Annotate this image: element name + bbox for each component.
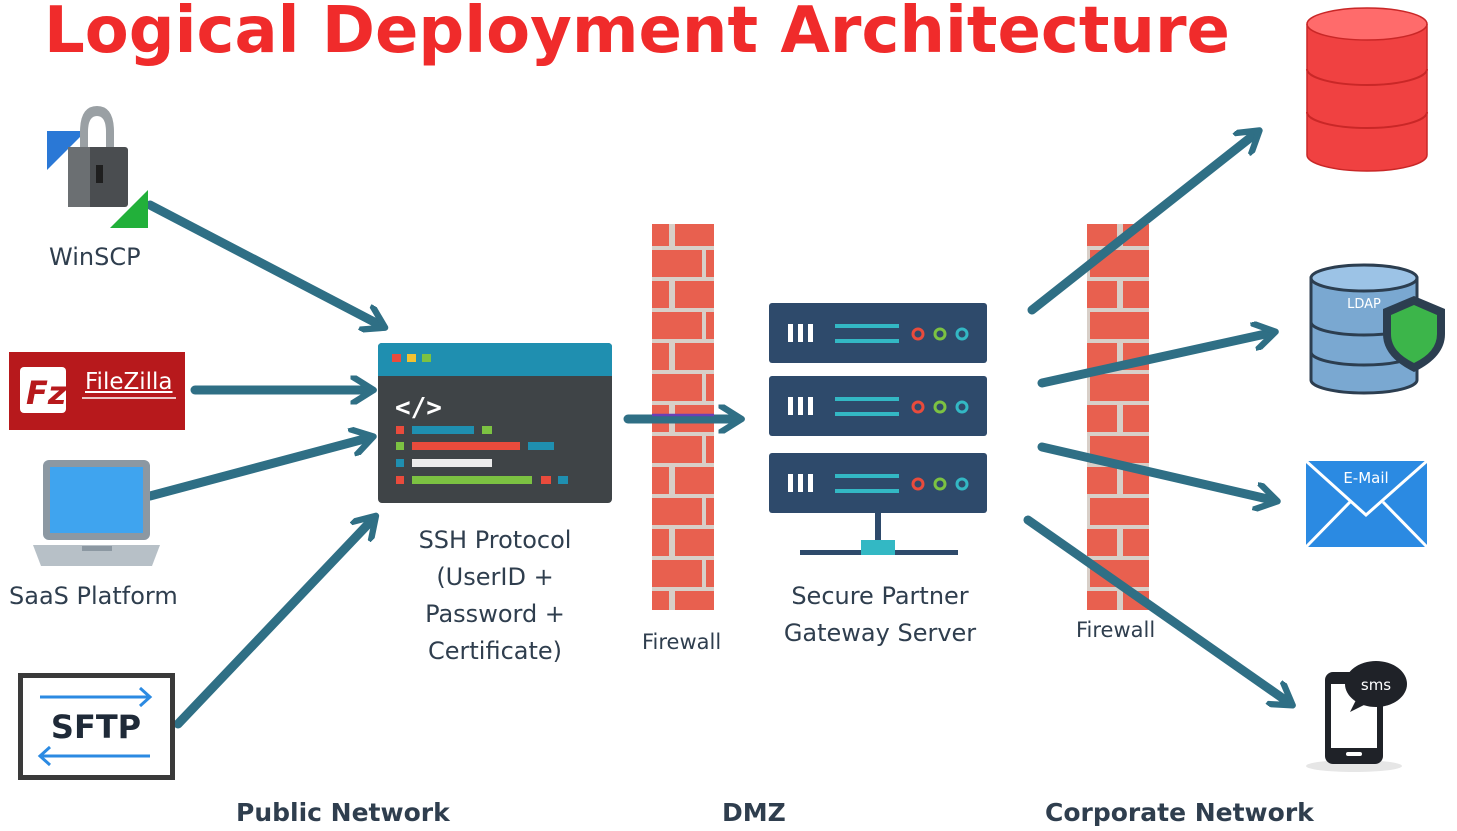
sftp-logo-text: SFTP (51, 708, 141, 746)
zone-public-network: Public Network (236, 798, 450, 827)
ssh-to-gateway-arrow (623, 415, 736, 419)
sms-label: sms (1361, 676, 1391, 694)
ssh-line-4: Certificate) (427, 637, 563, 665)
winscp-label: WinSCP (49, 243, 141, 271)
firewall-right-wall (1087, 224, 1149, 610)
zone-corporate-network: Corporate Network (1045, 798, 1314, 827)
ssh-line-2: (UserID + (436, 563, 554, 591)
saas-platform-label: SaaS Platform (9, 582, 178, 610)
email-label: E-Mail (1343, 469, 1388, 487)
sms-phone-icon: sms (1306, 661, 1407, 772)
code-window-icon: </> (378, 343, 612, 503)
ssh-protocol-label: SSH Protocol (UserID + Password + Certif… (395, 522, 595, 670)
zone-dmz: DMZ (722, 798, 786, 827)
svg-text:</>: </> (395, 393, 442, 423)
ldap-label: LDAP (1347, 297, 1381, 312)
filezilla-label: FileZilla (85, 369, 173, 395)
page-title: Logical Deployment Architecture (44, 0, 1230, 68)
gateway-arrows (1023, 134, 1288, 702)
email-icon: E-Mail (1304, 459, 1429, 549)
firewall-right-label: Firewall (1076, 618, 1156, 642)
filezilla-logo: Fz (9, 352, 185, 430)
winscp-icon (47, 106, 148, 228)
firewall-left-label: Firewall (642, 630, 722, 654)
ldap-database-icon: LDAP (1309, 263, 1445, 395)
ssh-line-1: SSH Protocol (418, 526, 572, 554)
svg-text:Fz: Fz (26, 374, 67, 412)
gateway-line-1: Secure Partner (791, 582, 969, 610)
laptop-icon (33, 460, 160, 566)
client-arrows (145, 200, 380, 729)
sftp-logo: SFTP (18, 673, 175, 780)
ssh-line-3: Password + (425, 600, 565, 628)
gateway-server-icon (769, 303, 987, 555)
gateway-label: Secure Partner Gateway Server (770, 578, 990, 652)
database-icon (1306, 7, 1428, 172)
gateway-line-2: Gateway Server (783, 619, 977, 647)
